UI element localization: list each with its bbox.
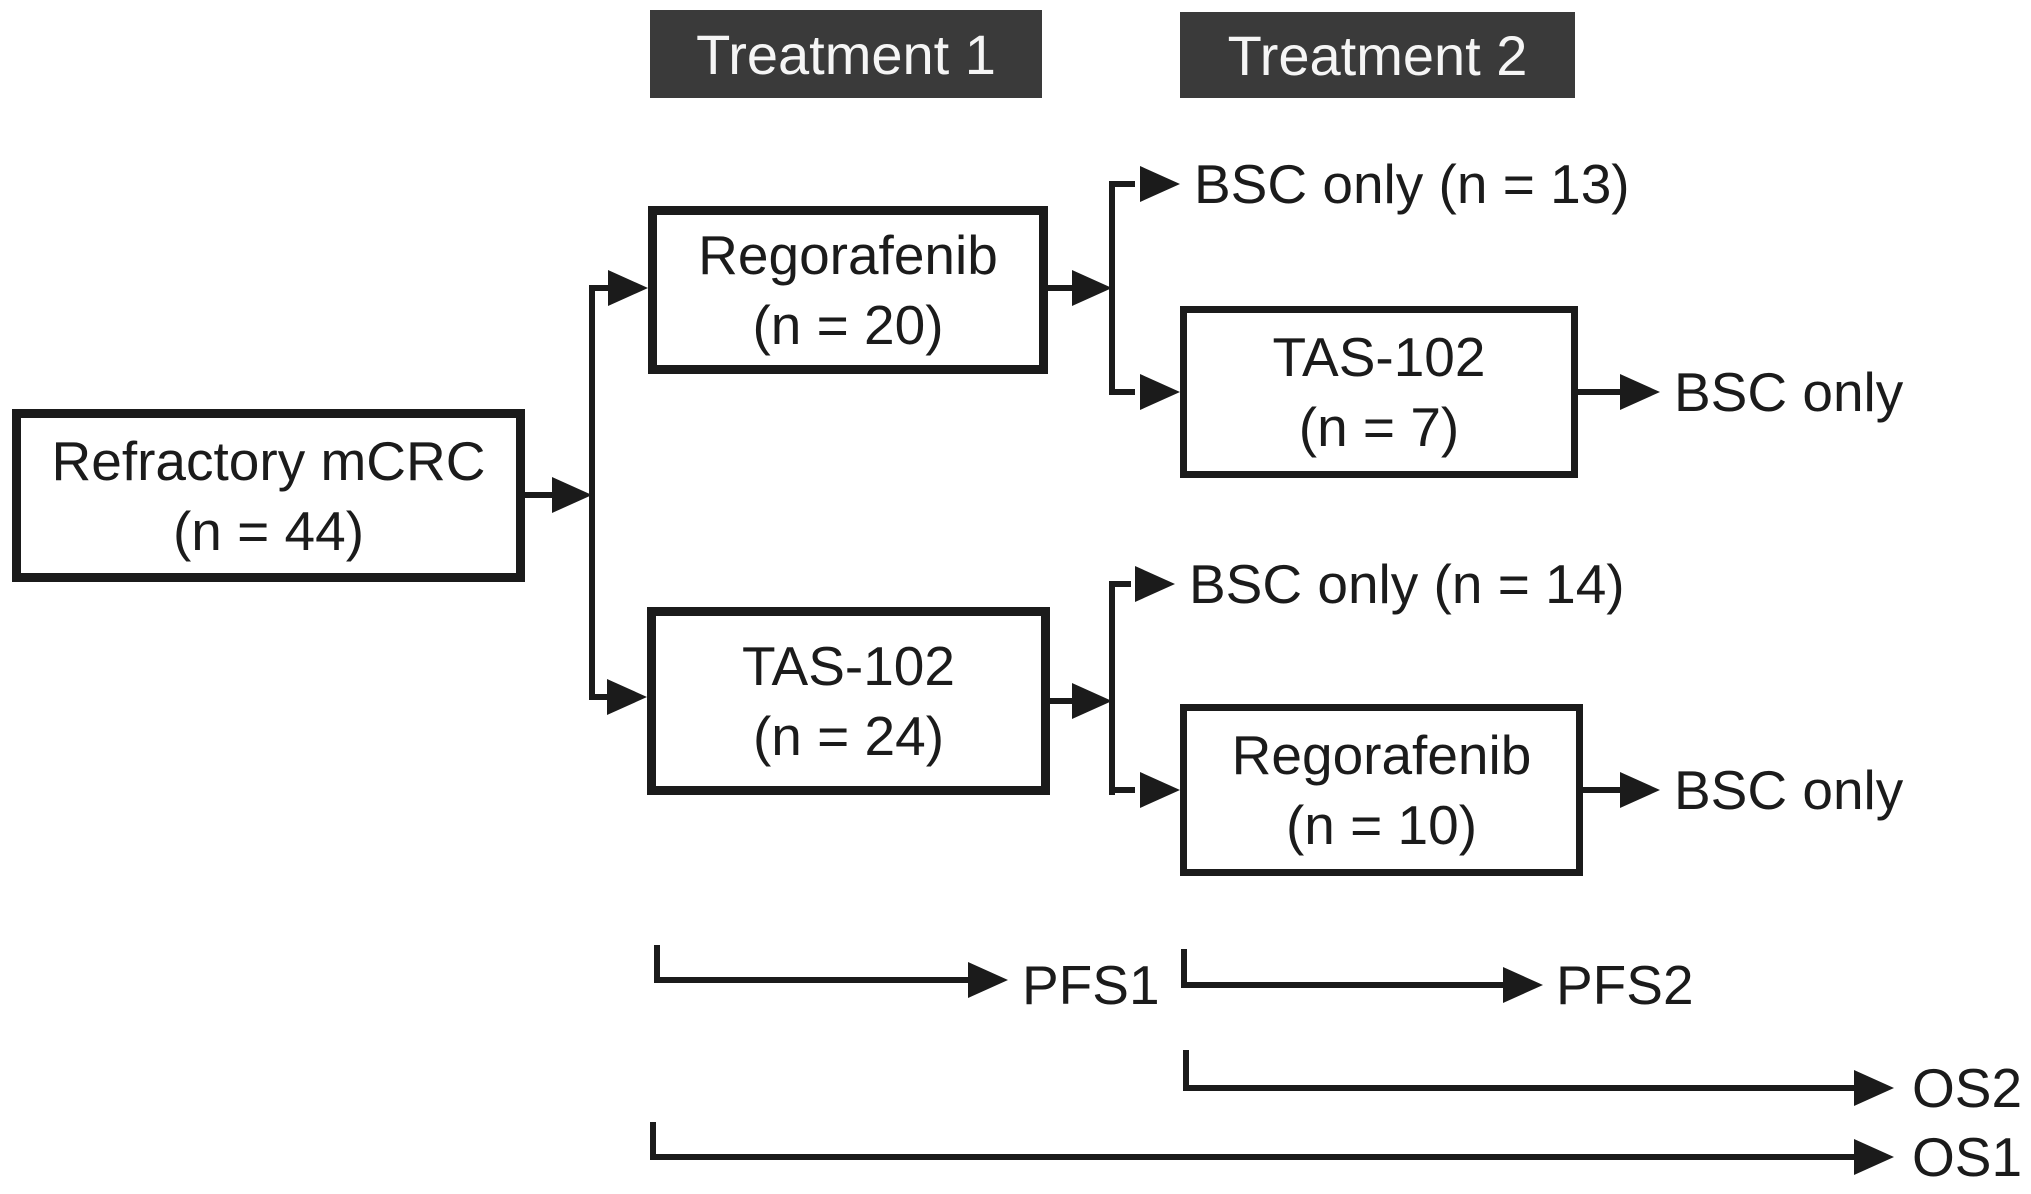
arrowhead-branch1-to-tas102 <box>607 679 647 715</box>
pfs1-arrowhead <box>968 962 1008 998</box>
pfs2-arrowhead <box>1503 967 1543 1003</box>
arrowhead-branch3-to-regorafenib <box>1140 772 1180 808</box>
os1-arrowhead <box>1854 1139 1894 1175</box>
node-refractory-mcrc-count: (n = 44) <box>172 499 365 562</box>
node-tas102-t1-name: TAS-102 <box>742 635 955 697</box>
node-regorafenib-t1-count: (n = 20) <box>752 294 944 356</box>
label-os2: OS2 <box>1912 1057 2023 1119</box>
label-bsc-only-after-tas102-t2: BSC only <box>1674 361 1904 423</box>
node-refractory-mcrc-name: Refractory mCRC <box>51 429 486 492</box>
connector-branch2-to-bsc <box>1109 181 1135 187</box>
node-regorafenib-t1-name: Regorafenib <box>698 224 998 286</box>
connector-branch1-to-tas102 <box>589 694 611 700</box>
connector-branch1-to-regorafenib <box>589 285 611 291</box>
os1-line <box>650 1154 1854 1160</box>
label-pfs2: PFS2 <box>1556 954 1694 1016</box>
pfs2-start-tick <box>1181 949 1187 985</box>
node-regorafenib-t1: Regorafenib (n = 20) <box>648 206 1048 374</box>
connector-regorafenib-t1-out <box>1048 285 1074 291</box>
os2-start-tick <box>1183 1050 1189 1091</box>
label-pfs1: PFS1 <box>1022 954 1160 1016</box>
pfs1-start-tick <box>654 945 660 983</box>
node-regorafenib-t2-count: (n = 10) <box>1285 794 1478 856</box>
connector-regorafenib-t2-out <box>1583 787 1620 793</box>
node-refractory-mcrc: Refractory mCRC (n = 44) <box>12 409 525 582</box>
arrowhead-branch3-to-bsc <box>1135 566 1175 602</box>
node-regorafenib-t2: Regorafenib (n = 10) <box>1180 704 1583 876</box>
label-bsc-only-n13: BSC only (n = 13) <box>1194 153 1630 215</box>
connector-tas102-t2-out <box>1578 389 1620 395</box>
os2-arrowhead <box>1854 1070 1894 1106</box>
connector-branch3-vertical <box>1109 581 1115 795</box>
connector-branch3-to-regorafenib <box>1109 787 1135 793</box>
os1-start-tick <box>650 1122 656 1160</box>
node-tas102-t2-count: (n = 7) <box>1298 396 1460 458</box>
node-tas102-t1: TAS-102 (n = 24) <box>647 607 1050 795</box>
connector-branch2-vertical <box>1109 181 1115 395</box>
connector-branch3-to-bsc <box>1109 581 1131 587</box>
node-tas102-t1-count: (n = 24) <box>752 705 945 767</box>
pfs2-line <box>1181 982 1503 988</box>
arrowhead-branch2-to-tas102 <box>1140 374 1180 410</box>
treatment1-header: Treatment 1 <box>650 10 1042 98</box>
connector-root-feed <box>525 492 555 498</box>
arrowhead-tas102-t2-out <box>1620 374 1660 410</box>
label-bsc-only-after-regorafenib-t2: BSC only <box>1674 759 1904 821</box>
label-bsc-only-n14: BSC only (n = 14) <box>1189 553 1625 615</box>
node-regorafenib-t2-name: Regorafenib <box>1231 724 1532 786</box>
connector-branch1-vertical <box>589 285 595 700</box>
connector-branch2-to-tas102 <box>1109 389 1135 395</box>
label-os1: OS1 <box>1912 1126 2023 1188</box>
treatment2-header: Treatment 2 <box>1180 12 1575 98</box>
node-tas102-t2: TAS-102 (n = 7) <box>1180 306 1578 478</box>
arrowhead-tas102-t1-out <box>1072 683 1112 719</box>
node-tas102-t2-name: TAS-102 <box>1272 326 1486 388</box>
arrowhead-root-feed <box>552 477 592 513</box>
os2-line <box>1183 1085 1854 1091</box>
arrowhead-branch1-to-regorafenib <box>608 270 648 306</box>
connector-tas102-t1-out <box>1050 698 1074 704</box>
arrowhead-branch2-to-bsc <box>1140 166 1180 202</box>
arrowhead-regorafenib-t2-out <box>1620 772 1660 808</box>
pfs1-line <box>654 977 968 983</box>
arrowhead-regorafenib-t1-out <box>1072 270 1112 306</box>
